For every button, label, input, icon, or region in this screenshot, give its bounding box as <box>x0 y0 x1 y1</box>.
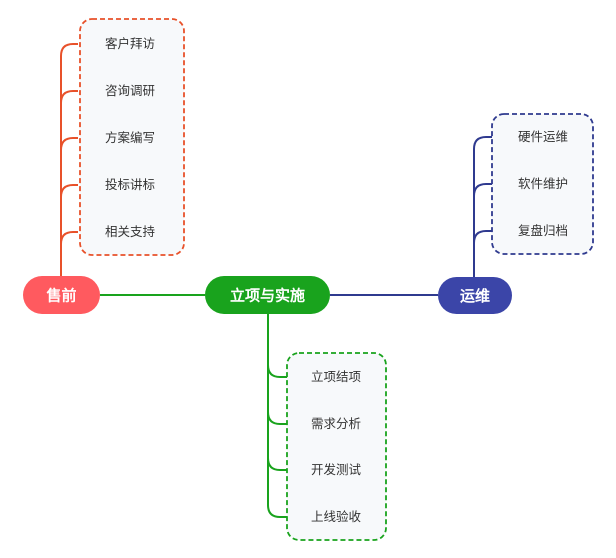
center-node[interactable]: 立项与实施 <box>205 276 330 314</box>
presales-tick-4 <box>60 184 78 198</box>
project-item[interactable]: 开发测试 <box>311 462 362 477</box>
presales-trunk <box>60 43 78 276</box>
presales-node-pill[interactable] <box>23 276 100 314</box>
presales-item[interactable]: 客户拜访 <box>105 36 155 51</box>
presales-item[interactable]: 方案编写 <box>105 130 155 145</box>
ops-group-box <box>491 113 594 255</box>
project-tick-2 <box>267 411 287 425</box>
project-item[interactable]: 上线验收 <box>311 509 362 524</box>
project-tick-3 <box>267 457 287 471</box>
presales-tick-3 <box>60 137 78 151</box>
presales-item[interactable]: 相关支持 <box>105 224 155 239</box>
presales-item[interactable]: 投标讲标 <box>105 177 155 192</box>
center-node-label: 立项与实施 <box>230 287 305 305</box>
presales-node[interactable]: 售前 <box>23 276 100 314</box>
ops-tick-2 <box>473 183 492 197</box>
ops-node-label: 运维 <box>460 287 490 305</box>
ops-trunk <box>473 136 492 277</box>
project-item[interactable]: 立项结项 <box>311 369 361 384</box>
center-node-pill[interactable] <box>205 276 330 314</box>
ops-node-pill[interactable] <box>438 277 512 314</box>
ops-tick-3 <box>473 230 492 244</box>
presales-tick-5 <box>60 231 78 245</box>
project-trunk <box>267 313 287 518</box>
presales-group-box <box>79 18 185 256</box>
ops-item[interactable]: 软件维护 <box>518 176 568 191</box>
ops-node[interactable]: 运维 <box>438 277 512 314</box>
ops-item[interactable]: 复盘归档 <box>518 223 568 238</box>
presales-tick-2 <box>60 90 78 104</box>
project-branch: 立项结项 需求分析 开发测试 上线验收 <box>267 313 387 541</box>
ops-branch: 硬件运维 软件维护 复盘归档 <box>473 113 594 277</box>
ops-item[interactable]: 硬件运维 <box>518 129 568 144</box>
presales-item[interactable]: 咨询调研 <box>105 83 155 98</box>
project-tick-1 <box>267 364 287 378</box>
project-group-box <box>286 352 387 541</box>
project-item[interactable]: 需求分析 <box>311 416 361 431</box>
presales-node-label: 售前 <box>46 287 76 305</box>
presales-branch: 客户拜访 咨询调研 方案编写 投标讲标 相关支持 <box>60 18 185 276</box>
